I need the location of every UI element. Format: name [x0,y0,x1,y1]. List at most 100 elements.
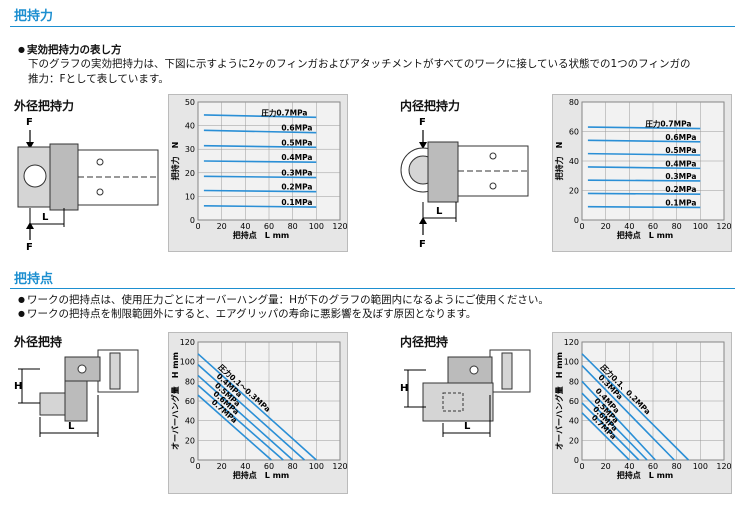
y-tick-label: 60 [569,397,579,406]
x-tick-label: 120 [332,222,347,231]
series-line [581,353,690,461]
x-tick-label: 0 [195,462,200,471]
y-tick-label: 120 [564,338,579,347]
svg-text:L: L [68,421,75,432]
x-tick-label: 100 [309,462,324,471]
y-tick-label: 100 [180,358,195,367]
x-tick-label: 60 [648,222,658,231]
x-tick-label: 80 [288,222,298,231]
series-label: 0.6MPa [665,133,696,142]
y-tick-label: 80 [185,377,195,386]
x-tick-label: 60 [648,462,658,471]
x-tick-label: 60 [264,222,274,231]
external-point-label: 外径把持 [14,335,63,349]
series-line [203,189,317,193]
series-line [197,374,294,461]
force-label-bottom: F [26,242,33,253]
x-tick-label: 120 [716,462,731,471]
series-label: 0.5MPa [281,138,312,147]
internal-force-diagram: F L F [400,117,529,250]
x-axis-label: 把持点 L mm [617,230,674,240]
section-divider [10,26,735,27]
external-force-label: 外径把持力 [14,99,75,113]
x-tick-label: 100 [693,462,708,471]
y-tick-label: 50 [185,98,195,107]
x-tick-label: 100 [309,222,324,231]
series-line [581,380,656,461]
external-force-diagram: F L F [17,117,159,253]
series-line [587,139,701,143]
svg-text:H: H [400,383,408,394]
holding-force-body-line2: 推力：Fとして表しています。 [28,73,169,85]
series-line [581,365,675,461]
internal-point-label: 内径把持 [400,335,449,349]
y-tick-label: 80 [569,98,579,107]
series-label: 0.3MPa [281,169,312,178]
x-tick-label: 40 [624,222,634,231]
series-label: 0.1MPa [665,198,696,207]
svg-text:F: F [419,117,426,128]
x-axis-label: 把持点 L mm [233,470,290,480]
series-line [197,384,284,461]
series-line [581,402,640,461]
y-tick-label: 0 [190,456,195,465]
x-tick-label: 0 [579,222,584,231]
holding-point-bullet-2: ワークの把持点を制限範囲外にすると、エアグリッパの寿命に悪影響を及ぼす原因となり… [18,306,476,322]
series-line [581,392,648,461]
y-axis-label: オーバーハング量 H mm [170,352,180,450]
section-divider-2 [10,288,735,289]
internal-force-label: 内径把持力 [400,99,461,113]
y-tick-label: 40 [185,417,195,426]
length-label: L [42,212,49,223]
x-tick-label: 40 [240,462,250,471]
series-line [587,192,701,195]
y-tick-label: 40 [569,157,579,166]
series-label: 圧力0.7MPa [261,107,307,117]
series-label: 0.2MPa [281,183,312,192]
series-label: 0.4MPa [665,159,696,168]
y-axis-label: 把持力 N [170,142,180,181]
x-tick-label: 100 [693,222,708,231]
series-line [587,179,701,182]
internal-point-diagram: H L [400,349,531,437]
y-tick-label: 0 [574,456,579,465]
y-tick-label: 100 [564,358,579,367]
holding-point-bullet-1: ワークの把持点は、使用圧力ごとにオーバーハング量：Hが下のグラフの範囲内になるよ… [18,292,549,308]
series-label: 圧力0.7MPa [645,119,691,129]
x-tick-label: 80 [672,462,682,471]
y-tick-label: 40 [569,417,579,426]
x-tick-label: 40 [624,462,634,471]
series-line [203,205,317,208]
x-tick-label: 40 [240,222,250,231]
y-tick-label: 20 [569,436,579,445]
series-line [203,114,317,119]
x-tick-label: 20 [601,462,611,471]
x-tick-label: 60 [264,462,274,471]
y-tick-label: 60 [569,128,579,137]
series-label: 0.3MPa [665,172,696,181]
holding-force-heading: 実効把持力の表し方 [18,42,122,58]
x-tick-label: 0 [195,222,200,231]
y-tick-label: 40 [185,122,195,131]
y-tick-label: 20 [569,187,579,196]
series-line [203,175,317,179]
series-line [197,353,317,461]
y-tick-label: 0 [574,216,579,225]
series-label: 0.1MPa [281,198,312,207]
x-tick-label: 80 [288,462,298,471]
x-tick-label: 20 [217,222,227,231]
overhang-label: H [14,381,22,392]
series-line [203,160,317,163]
x-tick-label: 80 [672,222,682,231]
series-label: 0.6MPa [281,124,312,133]
y-tick-label: 20 [185,169,195,178]
series-label: 0.4MPa [281,153,312,162]
x-axis-label: 把持点 L mm [617,470,674,480]
y-axis-label: 把持力 N [554,142,564,181]
y-tick-label: 0 [190,216,195,225]
svg-text:L: L [436,206,443,217]
series-line [197,394,272,461]
